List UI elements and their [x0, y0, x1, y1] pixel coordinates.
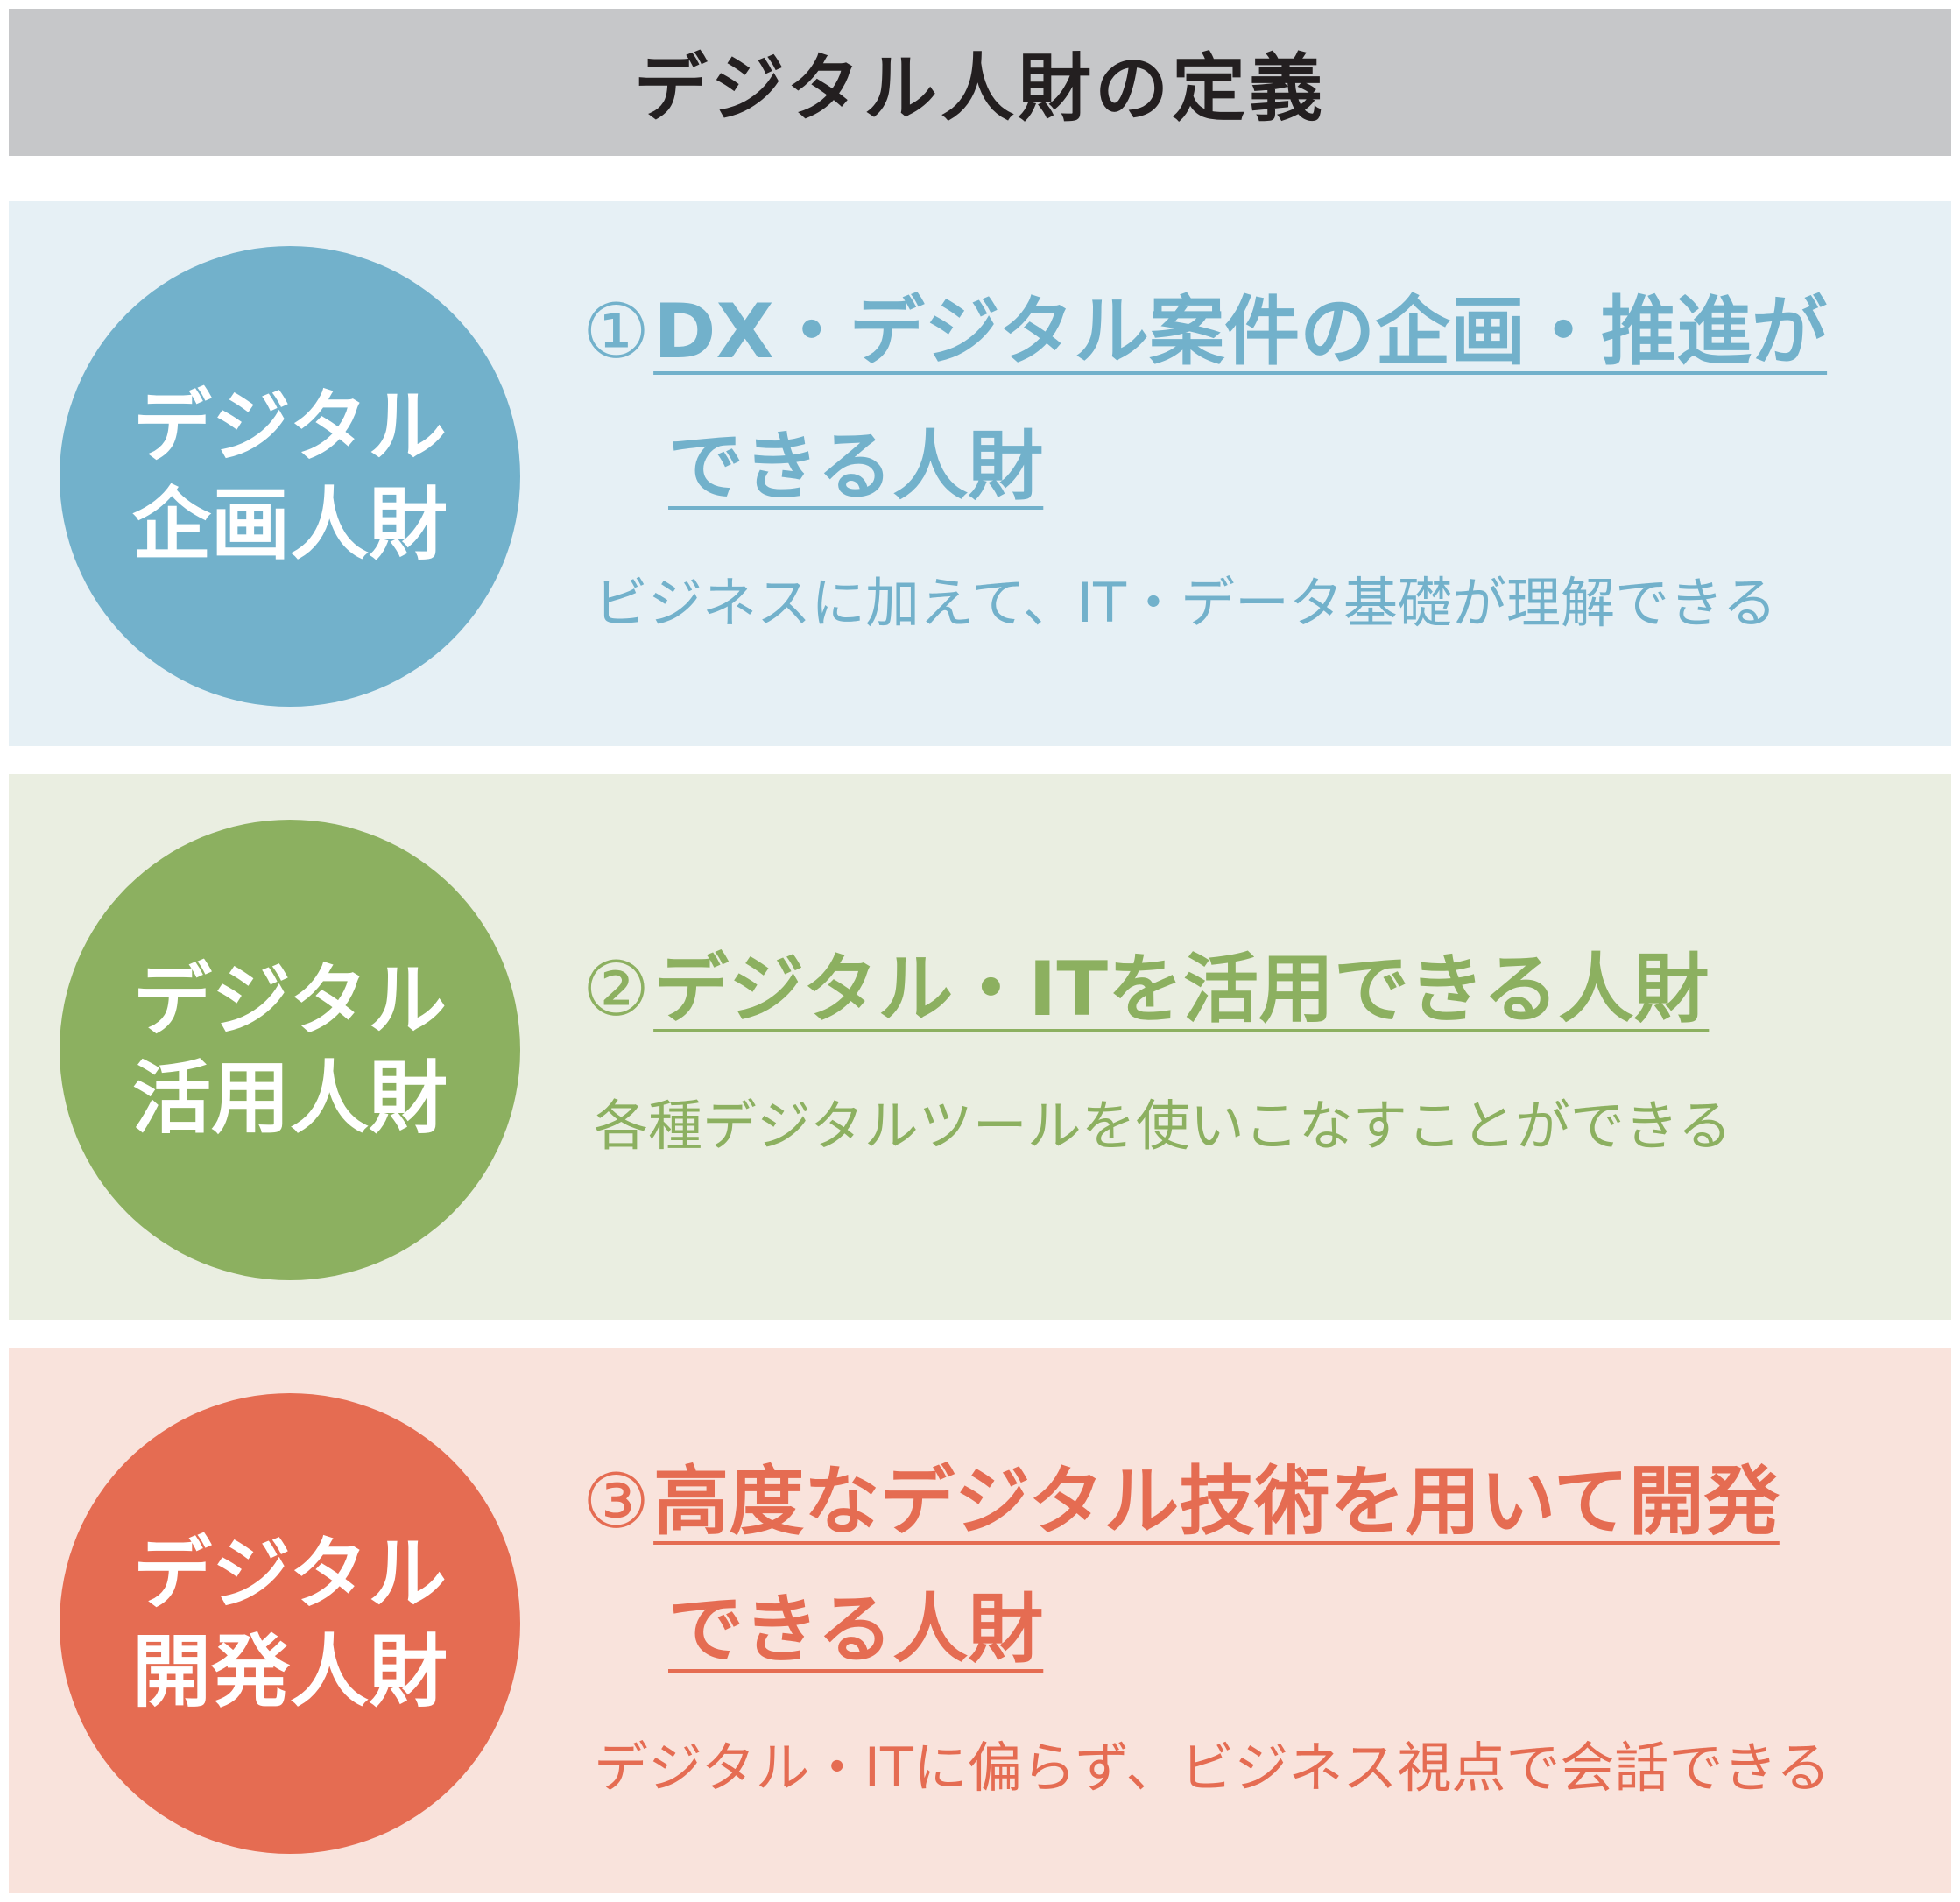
title-bar: デジタル人財の定義 [9, 9, 1951, 156]
circle-label-line2: 企画人財 [132, 479, 448, 571]
panel-planning: デジタル 企画人財 ①DX・デジタル案件の企画・推進が できる人財 ビジネスに加… [9, 201, 1951, 746]
heading: ②デジタル・ITを活用できる人財 [582, 946, 1709, 1033]
category-circle: デジタル 企画人財 [60, 246, 520, 707]
circle-label-line1: デジタル [132, 1528, 448, 1620]
heading-line2: できる人財 [668, 423, 1044, 511]
number-badge: ① [582, 288, 651, 376]
panel-utilization: デジタル 活用人財 ②デジタル・ITを活用できる人財 各種デジタルツールを使いこ… [9, 774, 1951, 1320]
circle-label-line2: 活用人財 [132, 1053, 448, 1145]
description: デジタル・ITに偏らず、ビジネス視点で会話できる [594, 1736, 1831, 1800]
category-circle: デジタル 開発人財 [60, 1393, 520, 1854]
description: 各種デジタルツールを使いこなすことができる [594, 1094, 1732, 1158]
number-badge: ② [582, 946, 651, 1033]
heading: ③高度なデジタル技術を用いて開発 [582, 1458, 1780, 1546]
circle-label-line1: デジタル [132, 381, 448, 473]
heading-line2: できる人財 [668, 1586, 1044, 1673]
number-badge: ③ [582, 1458, 651, 1546]
heading-line1: DX・デジタル案件の企画・推進が [653, 288, 1828, 376]
circle-label-line1: デジタル [132, 955, 448, 1046]
circle-label-line2: 開発人財 [132, 1626, 448, 1718]
page-title: デジタル人財の定義 [633, 45, 1327, 131]
heading-line1: デジタル・ITを活用できる人財 [653, 946, 1710, 1033]
heading: ①DX・デジタル案件の企画・推進が [582, 288, 1827, 376]
category-circle: デジタル 活用人財 [60, 820, 520, 1280]
panel-development: デジタル 開発人財 ③高度なデジタル技術を用いて開発 できる人財 デジタル・IT… [9, 1348, 1951, 1893]
heading-line1: 高度なデジタル技術を用いて開発 [653, 1458, 1780, 1546]
description: ビジネスに加えて、IT・データ基礎が理解できる [594, 571, 1777, 635]
